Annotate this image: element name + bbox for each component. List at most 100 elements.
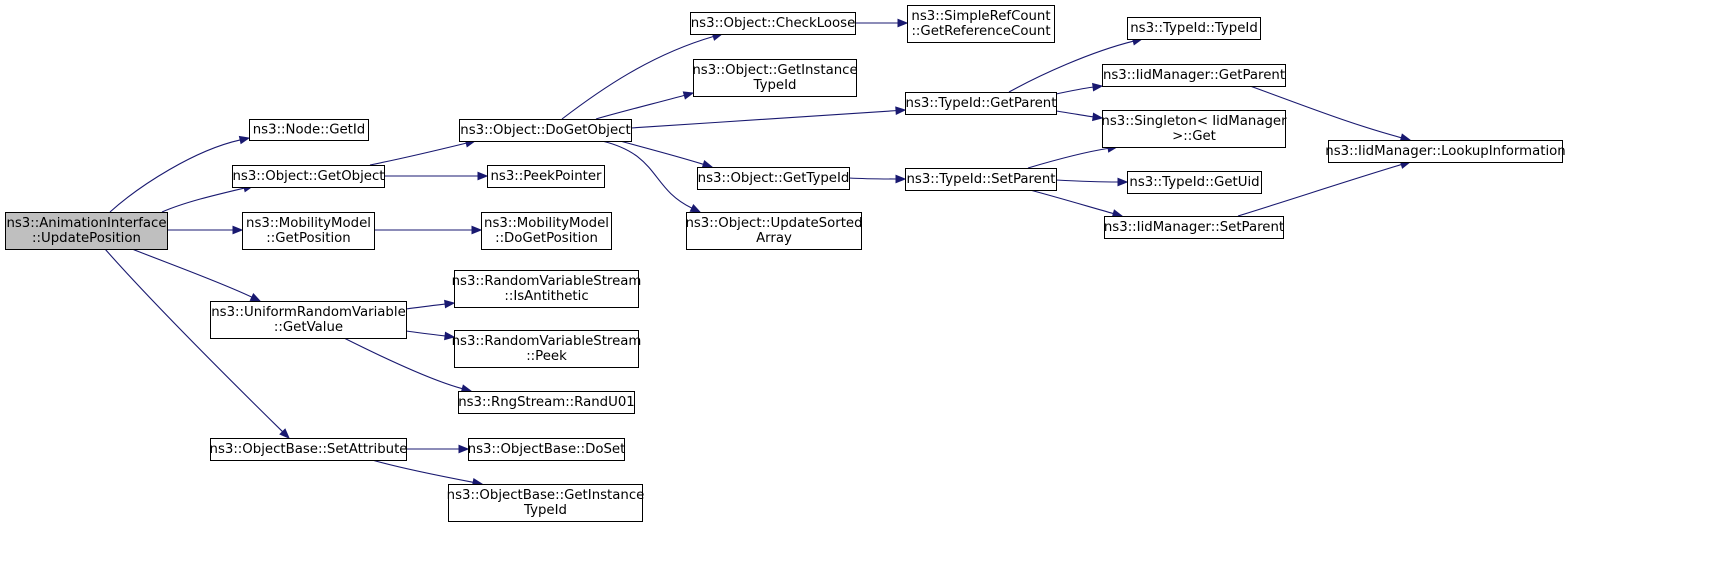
node-label: ns3::ObjectBase::SetAttribute [210,442,408,457]
node-box[interactable] [1127,17,1261,40]
node-ns3-typeid-setparent[interactable]: ns3::TypeId::SetParent [905,168,1057,191]
node-label: ns3::MobilityModel [246,216,371,231]
node-box[interactable] [1104,216,1284,239]
node-box[interactable] [232,165,385,188]
node-box[interactable] [459,119,632,142]
node-ns3-uniformrandomvariable-getvalue[interactable]: ns3::UniformRandomVariable::GetValue [210,301,407,339]
edge-dogetobject-to-objgetinstancetypeid [595,91,695,120]
node-label: ns3::ObjectBase::GetInstance [447,488,645,503]
node-label: ns3::TypeId::GetParent [906,96,1057,111]
node-box[interactable] [1102,64,1286,87]
node-label: ns3::Node::GetId [253,123,366,138]
node-ns3-object-gettypeid[interactable]: ns3::Object::GetTypeId [697,167,850,190]
node-box[interactable] [905,168,1057,191]
node-ns3-iidmanager-lookupinformation[interactable]: ns3::IidManager::LookupInformation [1325,140,1566,163]
node-ns3-typeid-getparent[interactable]: ns3::TypeId::GetParent [905,92,1057,115]
node-ns3-object-checkloose[interactable]: ns3::Object::CheckLoose [690,12,856,35]
node-box[interactable] [454,330,639,368]
node-ns3-objectbase-setattribute[interactable]: ns3::ObjectBase::SetAttribute [210,438,408,461]
edge-arrowhead [458,444,470,454]
node-label: ::GetReferenceCount [911,24,1050,39]
node-label: ns3::TypeId::SetParent [906,172,1055,187]
node-ns3-object-getobject[interactable]: ns3::Object::GetObject [232,165,385,188]
node-box[interactable] [249,119,369,141]
node-ns3-singleton-iidmanager-get[interactable]: ns3::Singleton< IidManager>::Get [1101,110,1287,148]
edge-line [848,177,897,180]
edge-arrowhead [895,106,907,115]
node-ns3-animationinterface-updateposition[interactable]: ns3::AnimationInterface::UpdatePosition [5,212,168,250]
node-box[interactable] [481,212,612,250]
node-ns3-mobilitymodel-dogetposition[interactable]: ns3::MobilityModel::DoGetPosition [481,212,612,250]
node-ns3-rngstream-randu01[interactable]: ns3::RngStream::RandU01 [458,391,635,414]
node-box[interactable] [242,212,375,250]
node-ns3-iidmanager-setparent[interactable]: ns3::IidManager::SetParent [1104,216,1284,239]
edge-dogetobject-to-tidgetparent [630,106,907,129]
node-label: ::GetPosition [266,231,350,246]
edge-line [131,248,253,298]
node-label: ::GetValue [274,320,343,335]
edge-obsetattribute-to-obdoset [406,444,470,454]
node-ns3-object-dogetobject[interactable]: ns3::Object::DoGetObject [459,119,632,142]
node-box[interactable] [686,212,862,250]
node-ns3-mobilitymodel-getposition[interactable]: ns3::MobilityModel::GetPosition [242,212,375,250]
edge-line [161,187,245,213]
node-label: ns3::Object::CheckLoose [691,16,856,31]
edge-arrowhead [897,18,909,28]
call-graph-nodes: ns3::AnimationInterface::UpdatePositionn… [5,5,1566,522]
node-label: ns3::RandomVariableStream [452,274,642,289]
node-label: Array [756,231,792,246]
node-ns3-peekpointer[interactable]: ns3::PeekPointer [487,165,605,188]
node-box[interactable] [905,92,1057,115]
node-label: ns3::Object::DoGetObject [460,123,630,138]
edge-arrowhead [701,160,714,169]
node-ns3-typeid-typeid[interactable]: ns3::TypeId::TypeId [1127,17,1261,40]
edge-mmgetposition-to-mmdogetposition [373,225,483,235]
node-box[interactable] [454,270,639,308]
edge-line [405,303,446,310]
node-ns3-iidmanager-getparent[interactable]: ns3::IidManager::GetParent [1102,64,1286,87]
edge-root-to-mmgetposition [166,225,244,235]
node-label: TypeId [753,78,797,93]
node-box[interactable] [487,165,605,188]
node-ns3-randomvariablestream-isantithetic[interactable]: ns3::RandomVariableStream::IsAntithetic [452,270,642,308]
node-label: ns3::MobilityModel [484,216,609,231]
node-box[interactable] [693,59,857,97]
node-box[interactable] [210,301,407,339]
edge-line [630,110,897,129]
node-box[interactable] [690,12,856,35]
node-box[interactable] [1127,171,1262,194]
node-box[interactable] [1102,110,1286,148]
edge-line [1055,86,1094,95]
node-ns3-typeid-getuid[interactable]: ns3::TypeId::GetUid [1127,171,1262,194]
edge-objgettypeid-to-tidsetparent [848,174,907,184]
edge-arrowhead [1117,177,1129,187]
node-box[interactable] [448,484,643,522]
node-label: ns3::Object::GetObject [232,169,384,184]
node-box[interactable] [5,212,168,250]
edge-line [561,35,714,120]
edge-tidsetparent-to-tidgetuid [1055,177,1129,187]
node-box[interactable] [210,438,407,461]
edge-root-to-urvgetvalue [131,248,262,302]
node-ns3-node-getid[interactable]: ns3::Node::GetId [249,119,369,141]
node-ns3-simplerefcount-getreferencecount[interactable]: ns3::SimpleRefCount::GetReferenceCount [907,5,1055,43]
node-ns3-objectbase-doset[interactable]: ns3::ObjectBase::DoSet [468,438,626,461]
node-label: >::Get [1172,129,1216,144]
node-label: ::Peek [526,349,567,364]
node-ns3-randomvariablestream-peek[interactable]: ns3::RandomVariableStream::Peek [452,330,642,368]
edge-root-to-objgetobject [161,183,255,213]
node-box[interactable] [697,167,850,190]
node-box[interactable] [468,438,625,461]
node-label: ns3::Object::GetInstance [692,63,857,78]
call-graph-edges [104,18,1412,487]
node-box[interactable] [458,391,635,414]
node-box[interactable] [907,5,1055,43]
node-label: ns3::Object::GetTypeId [698,171,850,186]
edge-line [1055,179,1119,183]
edge-tidsetparent-to-singletonget [1027,144,1119,169]
node-box[interactable] [1328,140,1563,163]
edge-tidgetparent-to-singletonget [1055,110,1104,122]
